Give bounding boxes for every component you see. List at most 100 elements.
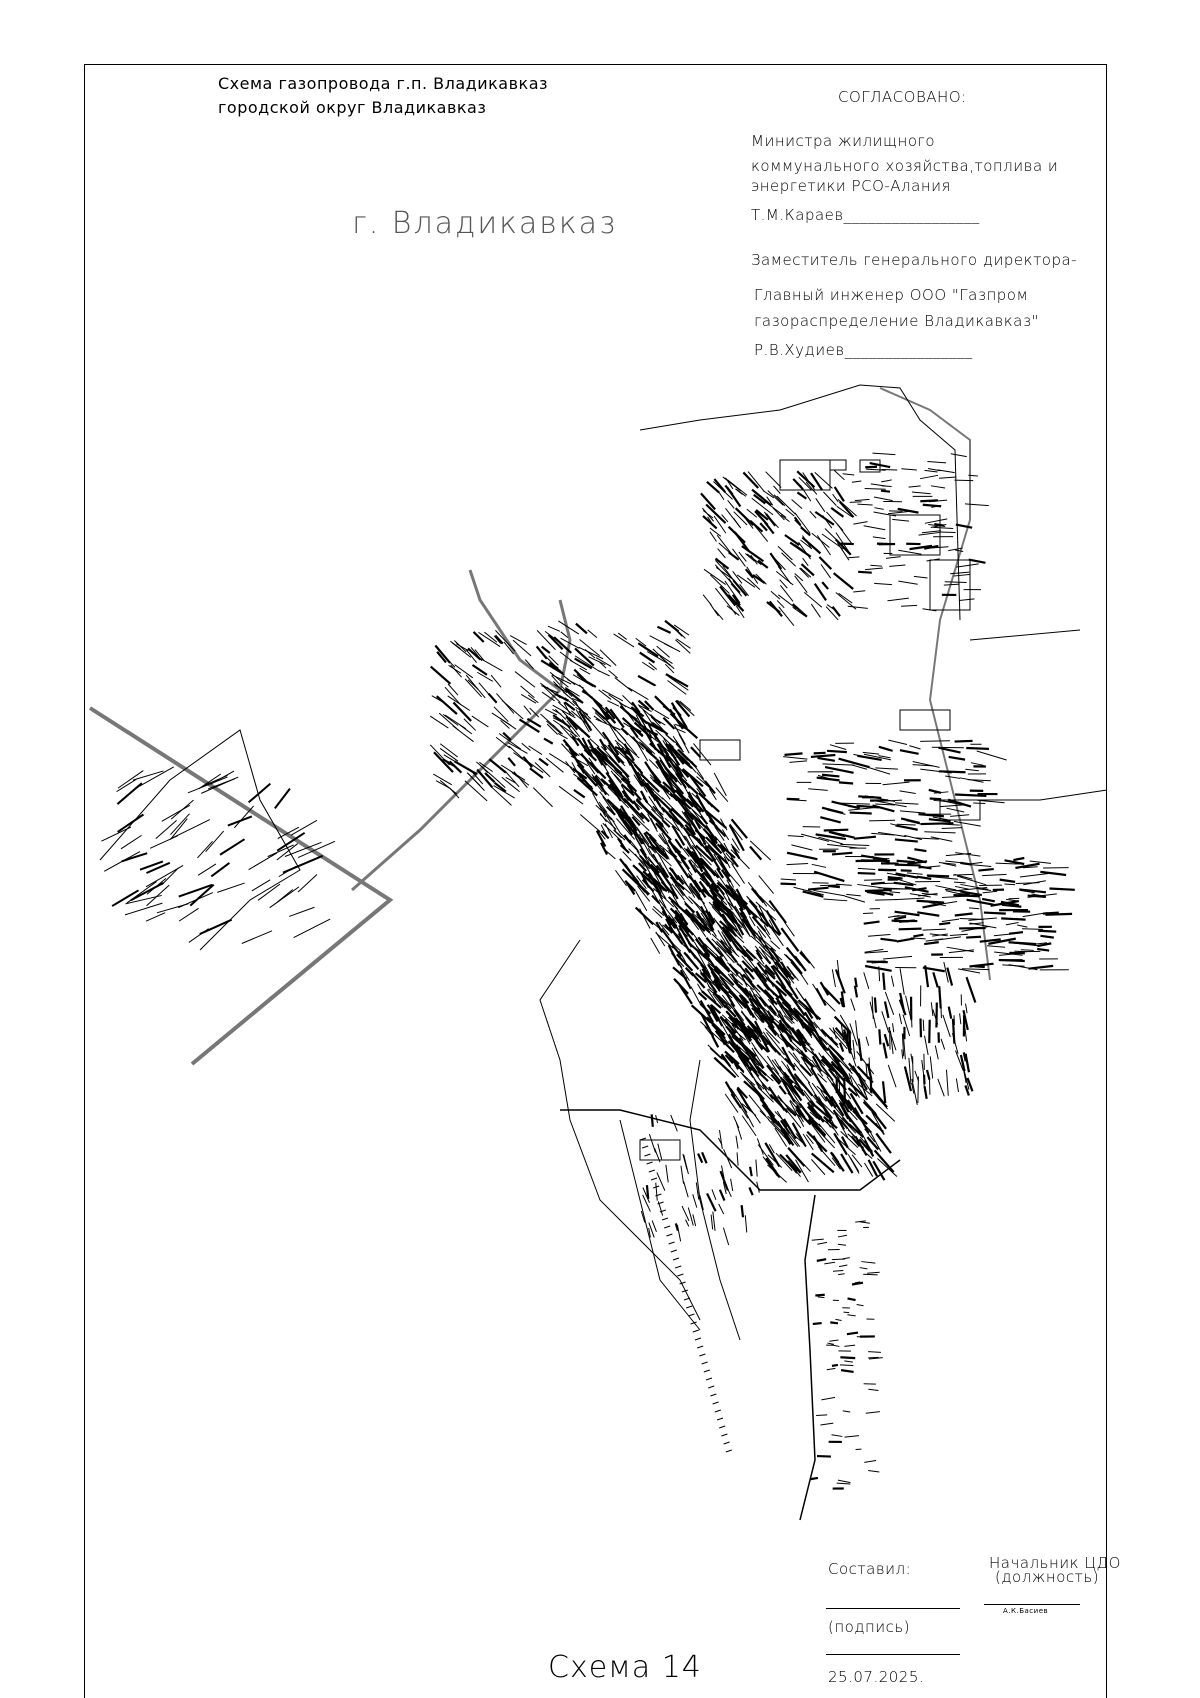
inset-street — [276, 831, 306, 852]
street-pipeline — [883, 1001, 890, 1019]
street-pipeline — [595, 830, 607, 847]
street-pipeline — [790, 1040, 812, 1062]
street-pipeline — [658, 921, 670, 936]
outline-tick — [653, 1185, 660, 1189]
position-caption: (должность) — [995, 1568, 1100, 1586]
street-pipeline — [478, 682, 497, 704]
street-pipeline — [913, 575, 928, 579]
street-pipeline — [970, 762, 984, 766]
street-pipeline — [608, 669, 618, 679]
street-pipeline — [721, 1014, 737, 1029]
street-pipeline — [866, 468, 886, 471]
street-pipeline — [966, 746, 989, 750]
street-pipeline — [732, 571, 743, 584]
inset-street — [198, 773, 222, 790]
street-pipeline — [695, 910, 710, 931]
street-pipeline — [875, 767, 898, 770]
street-pipeline — [693, 743, 712, 766]
street-pipeline — [855, 1020, 859, 1039]
street-pipeline — [647, 813, 658, 833]
street-pipeline — [1040, 934, 1054, 939]
street-pipeline — [474, 649, 485, 662]
street-pipeline — [883, 799, 902, 802]
inset-street — [124, 902, 163, 916]
street-pipeline — [754, 966, 768, 983]
street-pipeline — [707, 893, 726, 911]
street-pipeline — [932, 971, 939, 988]
street-pipeline — [959, 1054, 966, 1072]
street-pipeline — [769, 947, 781, 962]
street-pipeline — [451, 642, 472, 658]
street-pipeline — [660, 822, 669, 834]
street-pipeline — [640, 1210, 646, 1223]
street-pipeline — [894, 910, 920, 917]
street-pipeline — [927, 460, 947, 464]
street-pipeline — [617, 632, 627, 640]
street-pipeline — [831, 800, 861, 810]
street-pipeline — [535, 645, 548, 660]
outline-tick — [694, 1337, 702, 1341]
street-pipeline — [854, 977, 858, 988]
street-pipeline — [719, 1170, 729, 1191]
street-pipeline — [816, 535, 831, 556]
street-pipeline — [850, 1083, 860, 1098]
street-pipeline — [623, 797, 645, 820]
street-pipeline — [667, 680, 687, 695]
street-pipeline — [709, 884, 725, 901]
street-pipeline — [838, 1074, 841, 1094]
street-pipeline — [610, 817, 621, 834]
street-pipeline — [840, 1119, 856, 1139]
inset-street — [241, 930, 273, 944]
street-pipeline — [697, 991, 708, 1001]
street-pipeline — [805, 1134, 814, 1145]
street-pipeline — [784, 1007, 793, 1016]
street-pipeline — [948, 755, 966, 761]
inset-boundary-pipeline — [88, 706, 394, 1066]
street-pipeline — [552, 719, 578, 738]
street-pipeline — [846, 1331, 859, 1336]
street-pipeline — [602, 689, 624, 702]
street-pipeline — [609, 783, 622, 802]
street-pipeline — [713, 1056, 737, 1079]
street-pipeline — [780, 1034, 795, 1051]
street-pipeline — [731, 838, 740, 851]
street-pipeline — [906, 872, 923, 875]
street-pipeline — [714, 919, 725, 931]
street-pipeline — [880, 937, 898, 942]
street-pipeline — [571, 767, 588, 780]
street-pipeline — [776, 1096, 785, 1104]
street-pipeline — [853, 590, 866, 593]
street-pipeline — [741, 918, 756, 939]
southwest-outline — [619, 1119, 701, 1331]
street-pipeline — [731, 1058, 740, 1070]
street-pipeline — [772, 964, 792, 986]
street-pipeline — [588, 656, 606, 666]
street-pipeline — [621, 790, 630, 802]
street-pipeline — [969, 962, 994, 968]
street-pipeline — [499, 717, 517, 730]
street-pipeline — [811, 1124, 826, 1143]
street-pipeline — [551, 675, 561, 685]
street-pipeline — [635, 891, 648, 912]
street-pipeline — [784, 1081, 795, 1092]
street-pipeline — [871, 1110, 887, 1130]
street-pipeline — [920, 768, 952, 774]
street-pipeline — [720, 899, 728, 911]
street-pipeline — [529, 767, 544, 779]
street-pipeline — [808, 1027, 826, 1050]
street-pipeline — [685, 848, 697, 864]
street-pipeline — [753, 493, 766, 505]
street-pipeline — [762, 1031, 773, 1046]
street-pipeline — [914, 848, 927, 853]
street-pipeline — [813, 751, 826, 755]
street-pipeline — [650, 1114, 654, 1127]
street-pipeline — [650, 817, 658, 830]
street-pipeline — [557, 701, 575, 717]
street-pipeline — [882, 1042, 888, 1059]
street-pipeline — [898, 1013, 903, 1025]
street-pipeline — [708, 901, 724, 917]
street-pipeline — [493, 635, 502, 644]
street-pipeline — [677, 700, 695, 717]
street-pipeline — [711, 933, 733, 954]
street-pipeline — [838, 781, 854, 785]
